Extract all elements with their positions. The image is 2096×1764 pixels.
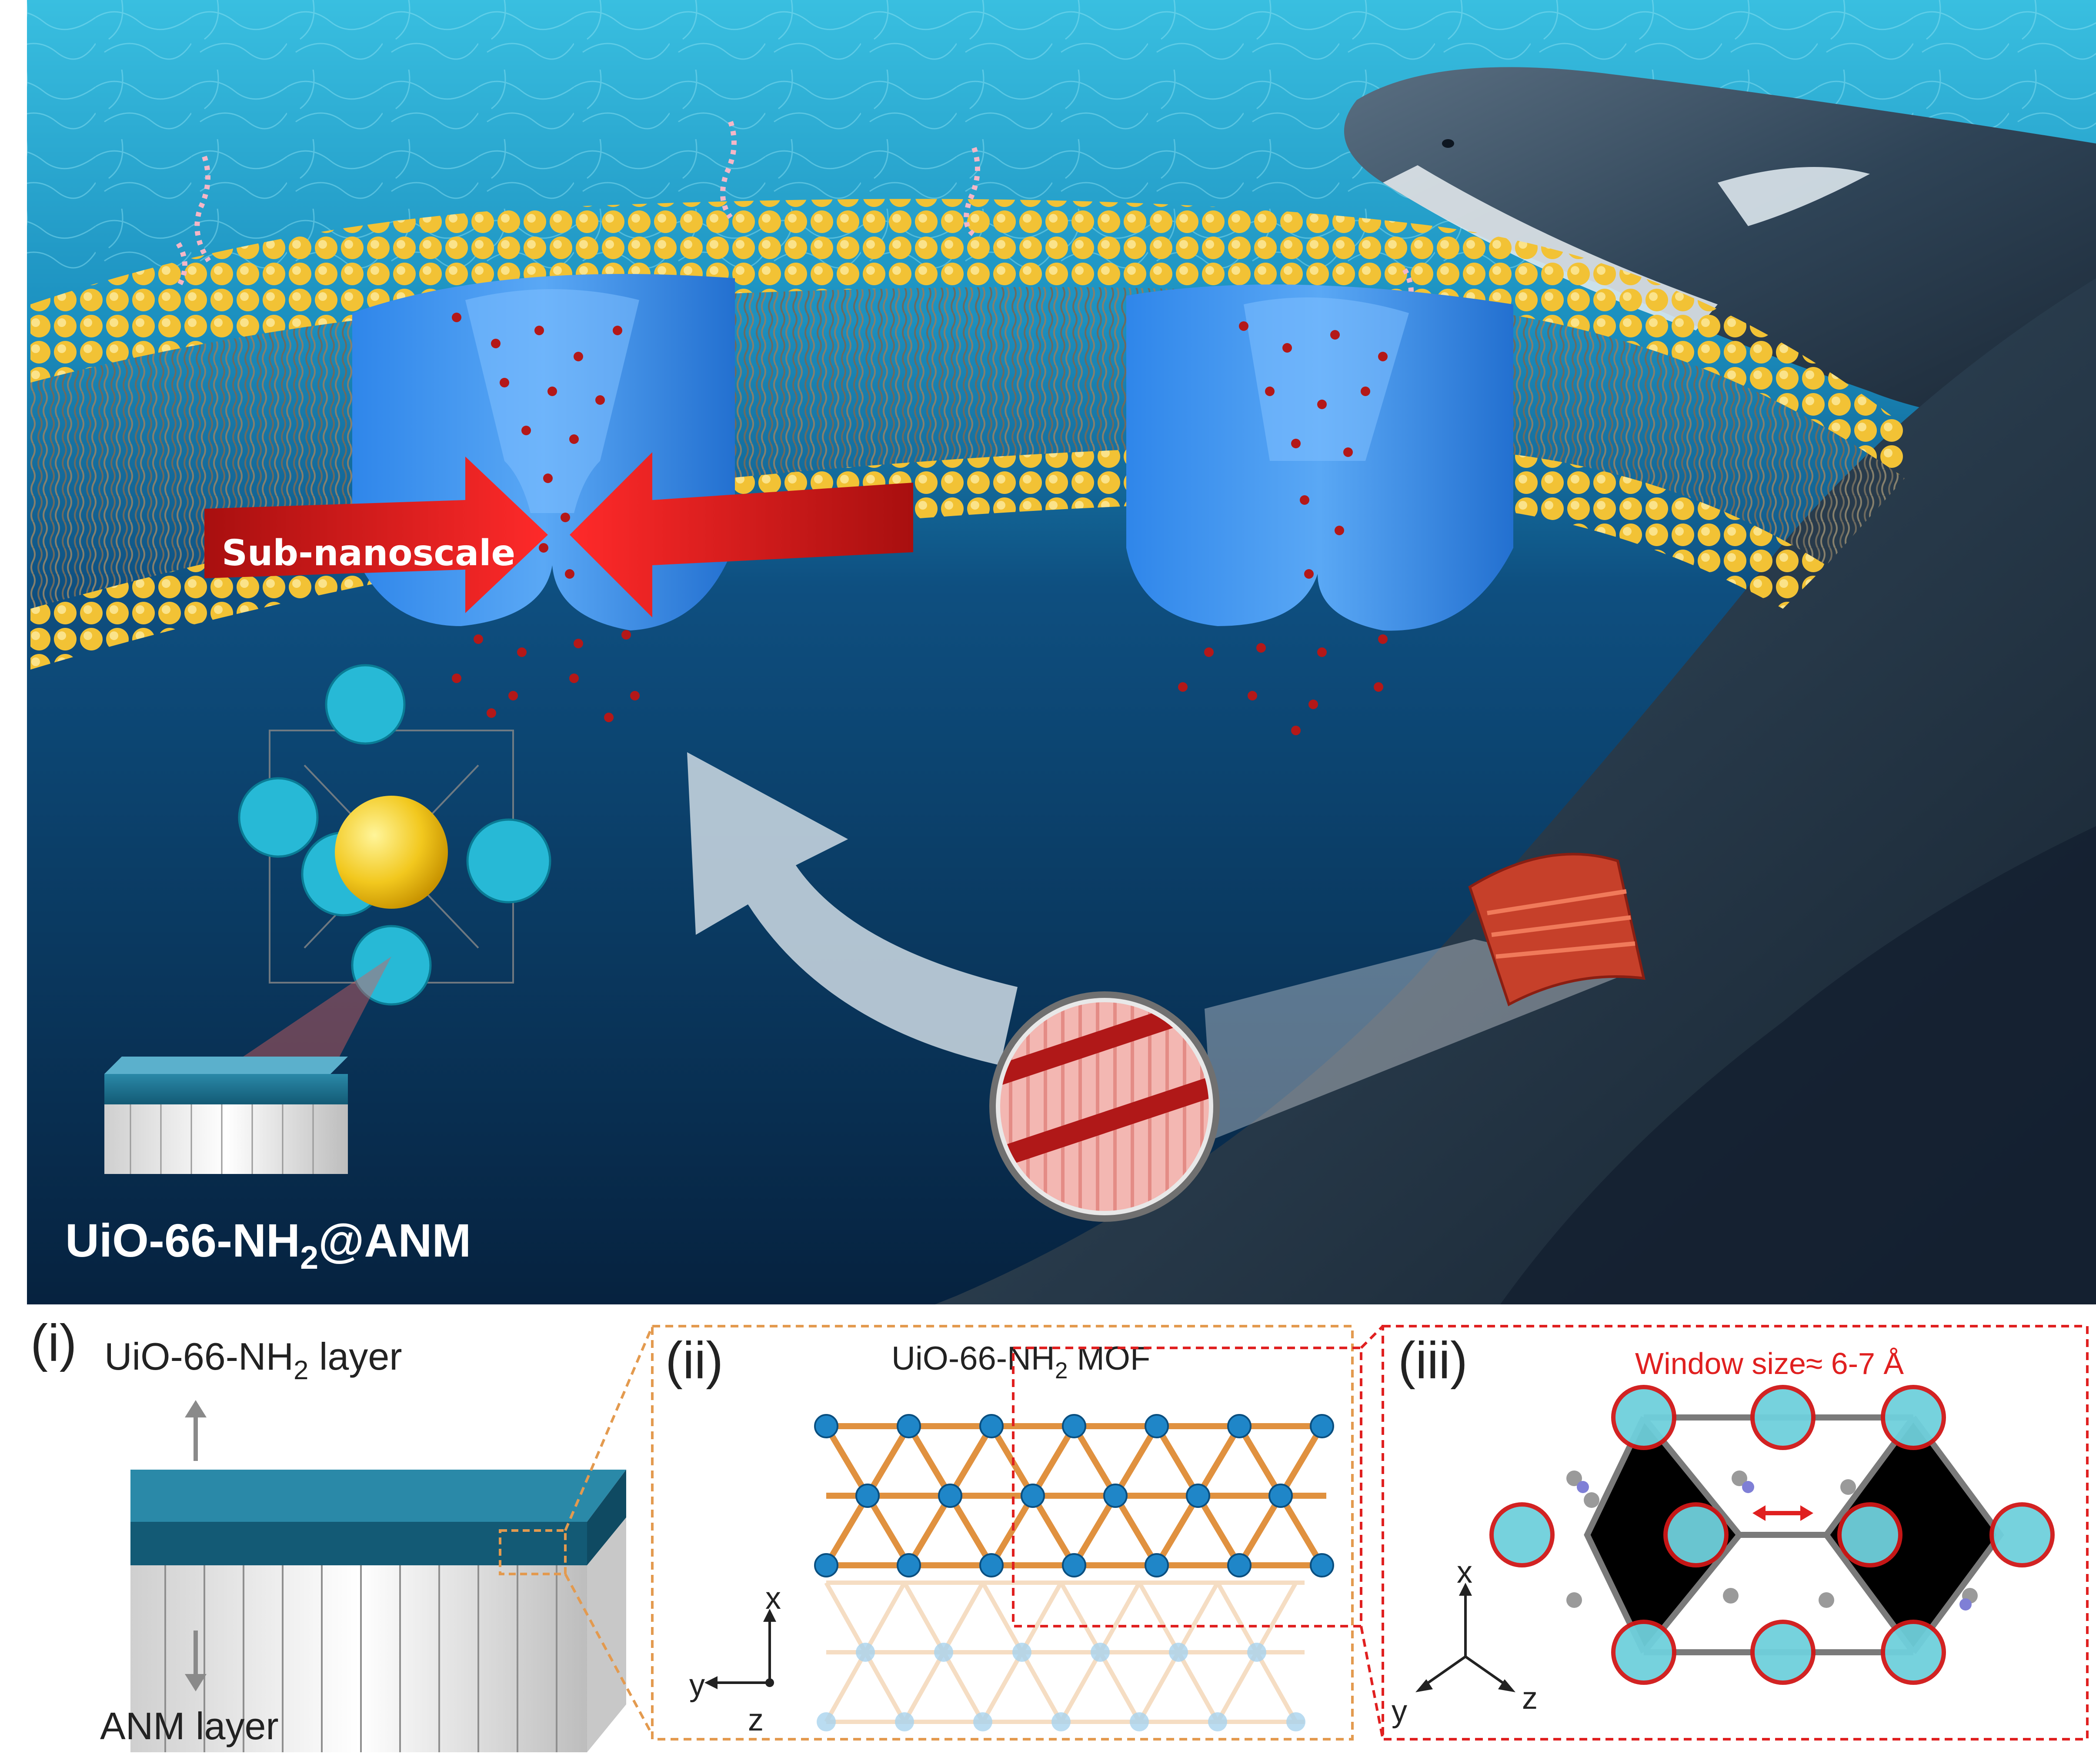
svg-text:y: y (689, 1668, 705, 1703)
membrane-name-label: UiO-66-NH2@ANM (65, 1214, 471, 1276)
svg-text:x: x (1457, 1555, 1472, 1590)
window-size-arrow (1752, 1505, 1813, 1521)
svg-text:y: y (1392, 1694, 1407, 1729)
faded-lattice (824, 1581, 1305, 1724)
axes-iii: x y z (1392, 1555, 1538, 1729)
whale-shadow (1500, 826, 2096, 1304)
whale-eye (1442, 139, 1454, 148)
panel-iii-tag: (iii) (1398, 1331, 1468, 1390)
panel-ii-zoom-box (1012, 1347, 1362, 1627)
arrow-right (204, 457, 548, 613)
svg-text:z: z (1522, 1681, 1538, 1716)
mof-layer-top (130, 1470, 626, 1522)
ion-particles-left (452, 313, 640, 722)
mof-layer-front (130, 1522, 587, 1565)
flow-arrow (687, 752, 1018, 1065)
sub-nanoscale-label: Sub-nanoscale (222, 533, 515, 574)
sub-nanoscale-indicator: Sub-nanoscale (204, 452, 913, 617)
mof-particle (217, 664, 551, 1074)
lipid-top-leaflet (30, 199, 1905, 478)
window-size-label: Window size≈ 6-7 Å (1635, 1347, 1904, 1381)
panel-ii: (ii) UiO-66-NH2 MOF x (651, 1325, 1384, 1741)
zoom-lines (564, 1325, 654, 1736)
anm-layer-side (587, 1517, 626, 1752)
gold-nanoparticle (335, 796, 448, 909)
ion-particles-right (1178, 321, 1388, 735)
anm-layer (130, 1565, 587, 1752)
svg-text:x: x (765, 1581, 781, 1616)
panel-ii-zoom-lines (1360, 1325, 1384, 1740)
panel-i-bottom-label: ANM layer (100, 1704, 279, 1747)
whale-fin-highlight (1718, 167, 1870, 226)
panel-ii-title: UiO-66-NH2 MOF (891, 1340, 1150, 1384)
zr-clusters (238, 664, 551, 1006)
zoom-beam (217, 957, 391, 1074)
linker-network (1584, 1414, 2004, 1655)
up-arrow-icon (185, 1400, 207, 1461)
ion-channel-right (1126, 284, 1513, 735)
main-illustration: Sub-nanoscale (27, 0, 2096, 1304)
zr-nodes (814, 1414, 1334, 1577)
zr-cluster-nodes (1489, 1385, 2055, 1685)
panel-i-tag: (i) (30, 1314, 77, 1372)
zoom-box (499, 1529, 567, 1575)
panel-i: (i) UiO-66-NH2 layer ANM layer (30, 1314, 654, 1752)
arrow-left (570, 452, 913, 617)
muscle-tissue-zoom (989, 853, 1645, 1222)
panel-ii-tag: (ii) (665, 1331, 723, 1390)
membrane-block-icon (104, 1057, 348, 1174)
panel-iii: (iii) Window size≈ 6-7 Å (1382, 1325, 2089, 1741)
panel-i-top-label: UiO-66-NH2 layer (104, 1335, 402, 1385)
svg-text:z: z (748, 1703, 764, 1737)
down-arrow-icon (185, 1631, 207, 1691)
mof-framework-lattice (823, 1423, 1326, 1568)
axes-ii: x y z (689, 1581, 781, 1737)
mof-layer-side (587, 1470, 626, 1565)
panel-iii-frame (1382, 1325, 2089, 1741)
panel-ii-frame (651, 1325, 1354, 1741)
